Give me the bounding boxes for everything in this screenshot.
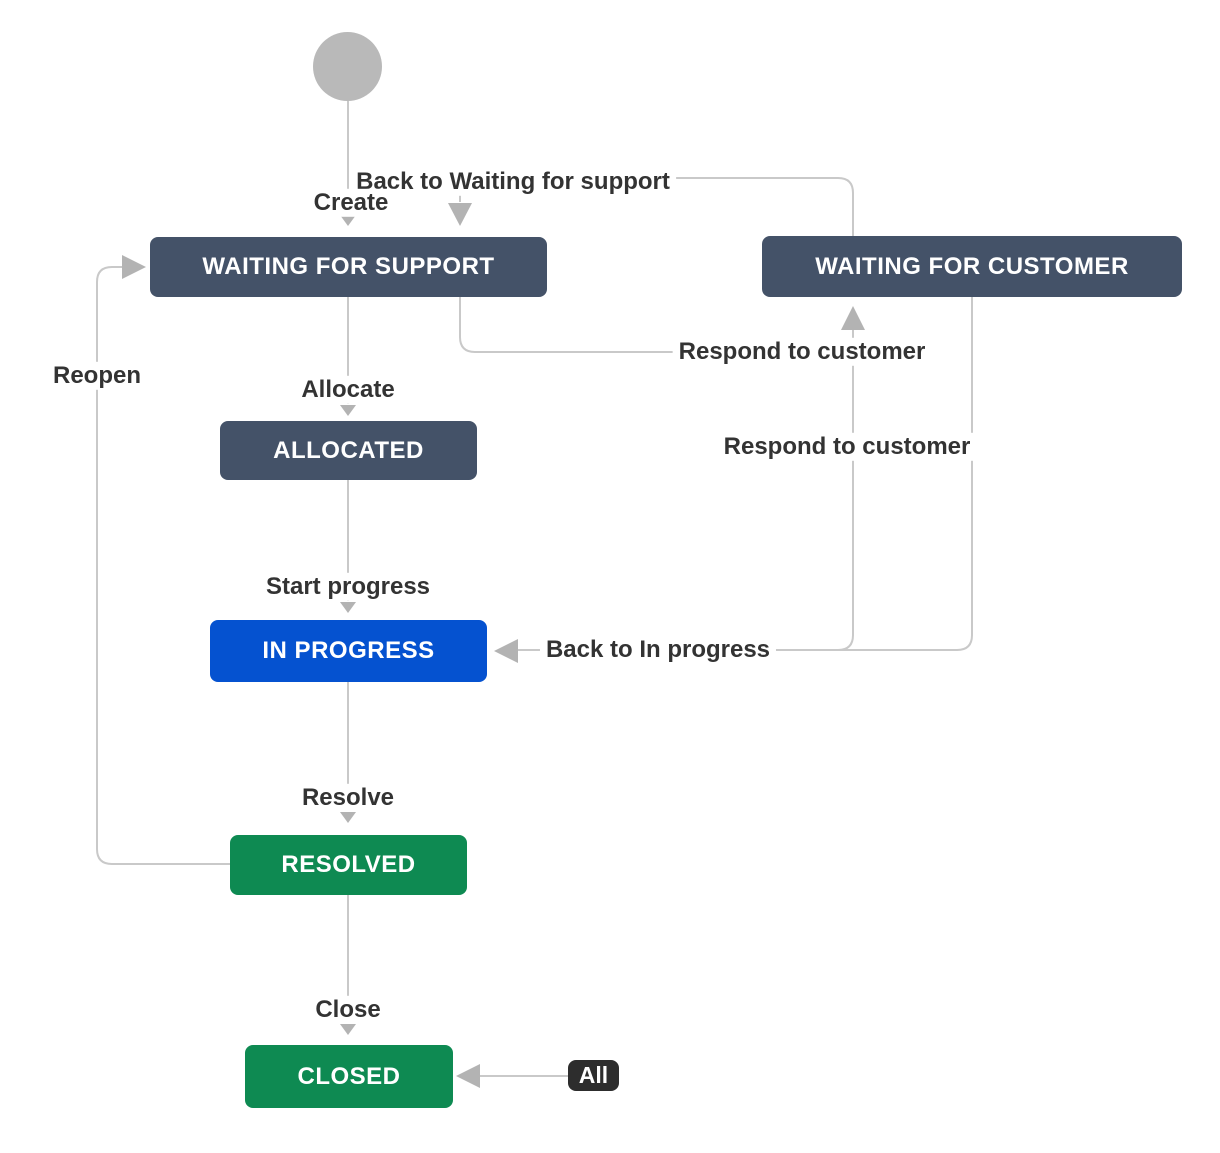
status-allocated[interactable]: ALLOCATED	[220, 421, 477, 480]
status-waiting-for-support[interactable]: WAITING FOR SUPPORT	[150, 237, 547, 297]
transition-label-resolve[interactable]: Resolve	[295, 783, 401, 813]
transition-label-start-progress[interactable]: Start progress	[259, 572, 437, 602]
status-waiting-for-customer[interactable]: WAITING FOR CUSTOMER	[762, 236, 1182, 297]
transition-label-allocate[interactable]: Allocate	[295, 375, 401, 405]
transition-label-create[interactable]: Create	[307, 188, 395, 218]
connector-all	[456, 1064, 568, 1088]
transition-label-respond-to-customer-lower[interactable]: Respond to customer	[717, 432, 977, 462]
connector-back-to-waiting-for-support	[448, 177, 854, 236]
status-in-progress[interactable]: IN PROGRESS	[210, 620, 487, 682]
transition-label-back-to-waiting-for-support[interactable]: Back to Waiting for support	[350, 167, 676, 197]
connector-respond-to-customer-from-support	[459, 297, 853, 353]
transition-label-close[interactable]: Close	[309, 995, 387, 1025]
status-closed[interactable]: CLOSED	[245, 1045, 453, 1108]
start-node[interactable]	[313, 32, 382, 101]
transition-all-badge[interactable]: All	[568, 1060, 619, 1091]
transition-label-back-to-in-progress[interactable]: Back to In progress	[539, 635, 777, 665]
connector-back-to-in-progress	[494, 297, 973, 663]
status-resolved[interactable]: RESOLVED	[230, 835, 467, 895]
transition-label-reopen[interactable]: Reopen	[46, 361, 148, 391]
transition-label-respond-to-customer-upper[interactable]: Respond to customer	[672, 337, 932, 367]
connector-reopen	[96, 255, 230, 865]
